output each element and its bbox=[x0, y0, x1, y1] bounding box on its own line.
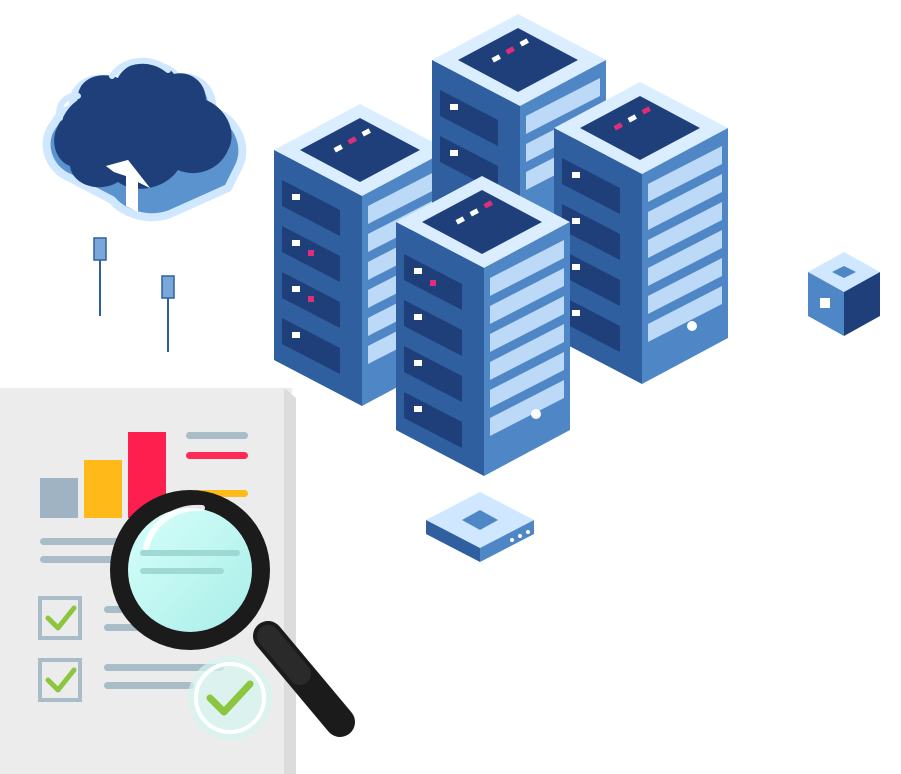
server-rack-icon bbox=[554, 82, 728, 384]
cloud-upload-icon bbox=[42, 57, 247, 352]
checkbox-checked-icon bbox=[38, 596, 82, 640]
network-node-icon bbox=[426, 492, 534, 562]
cube-icon bbox=[808, 252, 880, 336]
approved-check-icon bbox=[188, 656, 272, 740]
checkbox-checked-icon bbox=[38, 658, 82, 702]
upload-arrow-icon bbox=[106, 160, 150, 212]
server-rack-icon bbox=[396, 176, 570, 476]
magnifying-glass-icon bbox=[110, 490, 355, 737]
